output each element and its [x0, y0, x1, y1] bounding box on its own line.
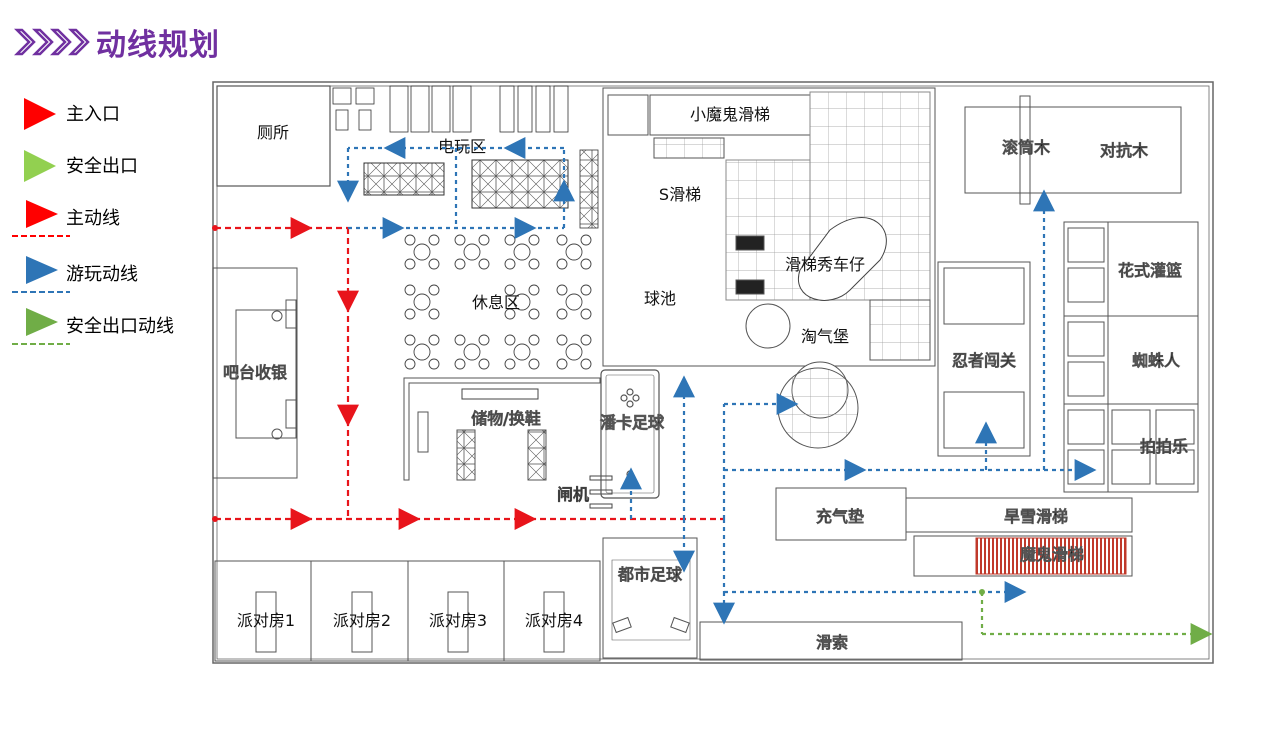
bar-counter: 吧台收银: [212, 267, 298, 479]
table-cluster: [556, 234, 592, 270]
legend-label: 安全出口: [66, 156, 138, 177]
exit-route: [980, 592, 1213, 645]
roller-log-label: 滚筒木: [1002, 138, 1050, 157]
legend-label: 主动线: [66, 208, 120, 229]
lounge-tables: [404, 234, 592, 370]
dry-snow-slide-label: 旱雪滑梯: [1004, 507, 1068, 526]
pat-pat-label: 拍拍乐: [1140, 437, 1188, 456]
main-route: [215, 217, 724, 530]
arcade-zone: 电玩区: [363, 137, 569, 209]
party-room-3-label: 派对房3: [429, 611, 487, 630]
ninja-label: 忍者闯关: [952, 351, 1016, 370]
table-cluster: [454, 234, 490, 270]
party-rooms: [214, 560, 601, 662]
route-node: [212, 516, 218, 522]
route-node: [212, 225, 218, 231]
table-cluster: [404, 284, 440, 320]
gate-label: 闸机: [557, 485, 589, 504]
page-title: 动线规划: [96, 28, 220, 63]
arcade-machines: [332, 85, 599, 229]
legend-item-safety-exit: 安全出口: [10, 144, 210, 184]
party-room-2-label: 派对房2: [333, 611, 391, 630]
legend: 主入口 安全出口 主动线 游玩动线 安全出口动线: [10, 92, 210, 352]
play-route: [337, 137, 1097, 625]
climbing-wall: 花式灌篮 蜘蛛人 拍拍乐: [1063, 221, 1199, 493]
flower-basket-label: 花式灌篮: [1118, 261, 1182, 280]
storage-area: 储物/换鞋: [403, 377, 601, 481]
table-cluster: [556, 284, 592, 320]
legend-item-play-route: 游玩动线: [10, 252, 210, 293]
table-cluster: [504, 334, 540, 370]
toilet-room: 厕所: [216, 85, 331, 187]
red-arrow-icon: [24, 98, 56, 130]
arcade-label: 电玩区: [438, 137, 486, 156]
city-football-room: 都市足球: [602, 537, 698, 659]
city-football-label: 都市足球: [618, 565, 682, 584]
red-route-icon: [12, 200, 70, 237]
blue-route-icon: [12, 256, 70, 293]
pool-football-label: 潘卡足球: [600, 413, 664, 432]
green-arrow-icon: [24, 150, 56, 182]
table-cluster: [556, 334, 592, 370]
legend-item-exit-route: 安全出口动线: [10, 304, 210, 345]
log-arena: 滚筒木 对抗木: [964, 95, 1182, 205]
devil-slide-label: 魔鬼滑梯: [1020, 545, 1084, 564]
air-cushion-label: 充气垫: [816, 507, 864, 526]
green-route-icon: [12, 308, 70, 345]
fight-log-label: 对抗木: [1100, 141, 1148, 160]
legend-label: 安全出口动线: [66, 316, 174, 337]
lounge-label: 休息区: [472, 293, 520, 312]
page-header: 动线规划: [14, 22, 220, 63]
legend-label: 游玩动线: [66, 264, 138, 285]
legend-label: 主入口: [66, 104, 120, 125]
chevron-icon: [14, 28, 36, 56]
ball-pool-area: [602, 87, 936, 449]
chevron-icon: [68, 28, 90, 56]
ninja-course: 忍者闯关: [937, 261, 1031, 457]
table-cluster: [404, 234, 440, 270]
naughty-castle-label: 淘气堡: [801, 327, 849, 346]
small-devil-slide-label: 小魔鬼滑梯: [690, 105, 770, 124]
chevron-decoration: [14, 28, 90, 56]
toilet-label: 厕所: [257, 123, 289, 142]
pool-football-table: 潘卡足球: [599, 369, 665, 499]
table-cluster: [504, 234, 540, 270]
chevron-icon: [32, 28, 54, 56]
storage-label: 储物/换鞋: [471, 409, 540, 428]
zipline-label: 滑索: [816, 633, 848, 652]
table-cluster: [504, 284, 540, 320]
route-node: [979, 589, 985, 595]
legend-item-main-entrance: 主入口: [10, 92, 210, 132]
table-cluster: [404, 334, 440, 370]
party-room-4-label: 派对房4: [525, 611, 583, 630]
chevron-icon: [50, 28, 72, 56]
spiderman-label: 蜘蛛人: [1132, 351, 1180, 370]
table-cluster: [454, 334, 490, 370]
ball-pool-label: 球池: [644, 289, 676, 308]
party-room-1-label: 派对房1: [237, 611, 295, 630]
s-slide-label: S滑梯: [659, 185, 701, 204]
slide-zone: 充气垫 旱雪滑梯 魔鬼滑梯 滑索: [699, 487, 1133, 661]
legend-item-main-route: 主动线: [10, 196, 210, 237]
gyro-slide-label: 滑梯秀车仔: [785, 255, 865, 274]
gate-area: 闸机: [556, 475, 613, 509]
bar-label: 吧台收银: [223, 363, 287, 382]
